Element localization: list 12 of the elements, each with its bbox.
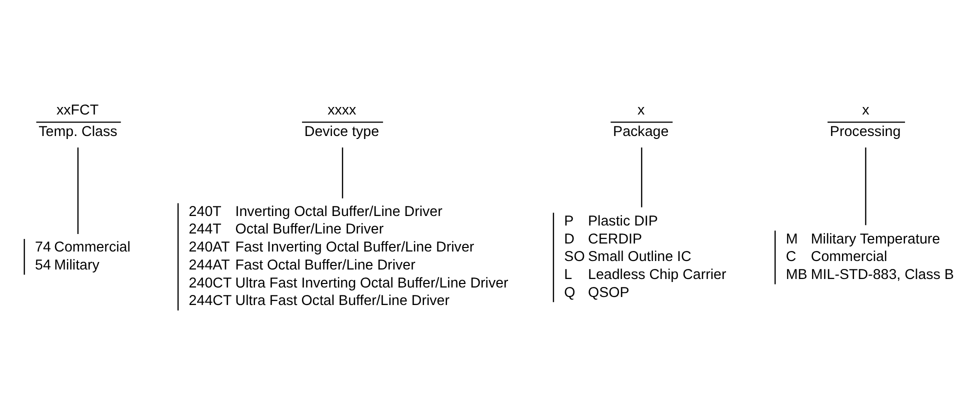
connector	[865, 148, 866, 226]
node-text: M Military Temperature C Commercial MB MIL-STD-883, Class B	[786, 231, 954, 284]
node-text: x Package	[613, 102, 669, 140]
connector	[641, 148, 642, 208]
node-text: xxxx Device type	[304, 102, 380, 140]
connector	[342, 148, 344, 198]
node-text: P Plastic DIP D CERDIP SO Small Outline IC L Leadless Chip Carrier Q QSOP	[564, 213, 726, 301]
connector	[77, 148, 79, 234]
node-text: 240T Inverting Octal Buffer/Line Driver 244T Octal Buffer/Line Driver 240AT Fast Inverting Octal Buffer/Line Driver 244AT Fast Octal Buffer/Line Driver 240CT Ultra Fast Inverting Octal Buffer/Line Driver 244CT Ultra Fast Octal Buffer/Line Driver	[188, 204, 508, 310]
node-text: xxFCT Temp. Class	[38, 102, 118, 140]
node-text: 74 Commercial 54 Military	[35, 240, 130, 274]
node-text: x Processing	[830, 102, 901, 140]
